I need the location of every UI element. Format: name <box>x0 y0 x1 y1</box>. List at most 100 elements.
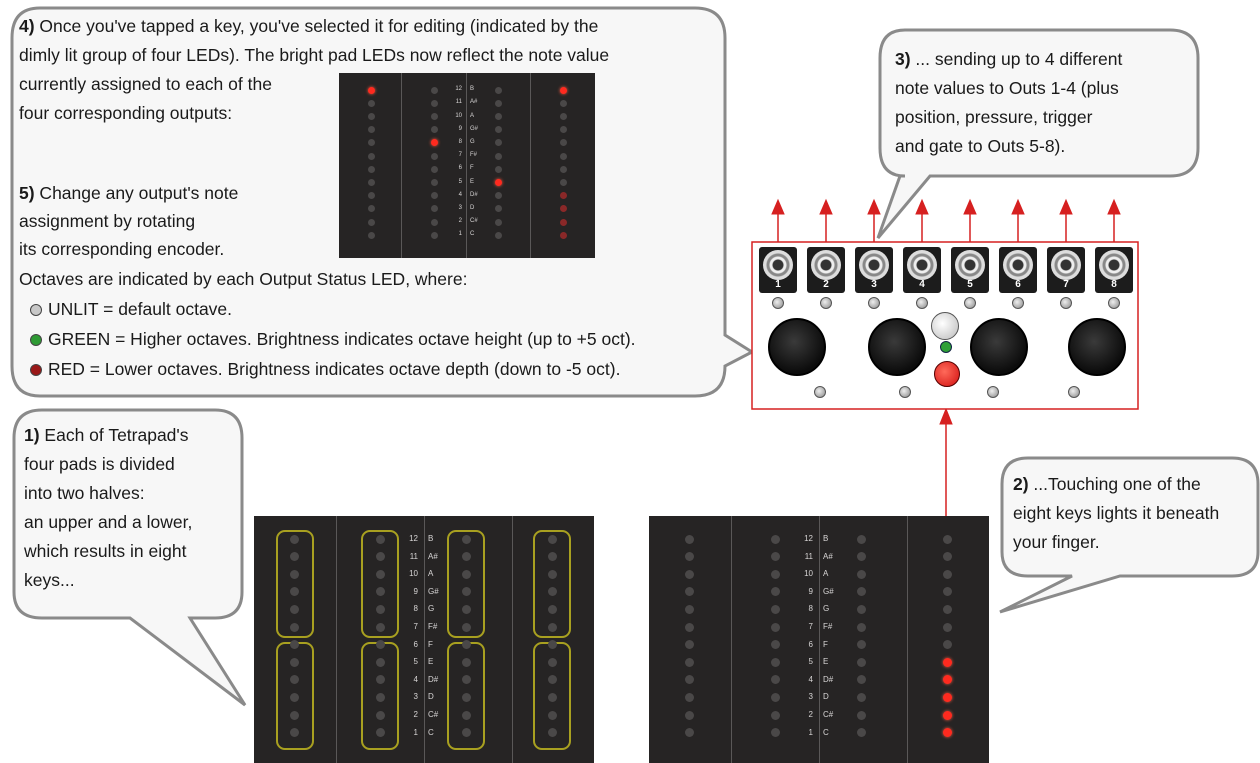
pad-led <box>430 218 438 226</box>
note-number-label: 1 <box>413 727 418 737</box>
note-name-label: C# <box>823 710 834 720</box>
pad-led <box>547 534 557 544</box>
note-number-label: 12 <box>409 534 418 544</box>
pad-led <box>289 569 299 579</box>
output-jack-6[interactable]: 6 <box>999 247 1037 293</box>
pad-led <box>942 534 952 544</box>
pad-led <box>367 86 375 94</box>
note-name-label: C <box>470 231 475 238</box>
pad-led <box>559 152 567 160</box>
pad-led <box>684 710 694 720</box>
callout-3-line2: note values to Outs 1-4 (plus <box>895 78 1119 98</box>
pad-led <box>430 152 438 160</box>
encoder-4-knob[interactable] <box>1068 318 1126 376</box>
note-name-label: F <box>470 165 474 172</box>
output-jack-2[interactable]: 2 <box>807 247 845 293</box>
note-number-label: 4 <box>413 674 418 684</box>
pad-led <box>367 178 375 186</box>
note-name-label: G <box>428 604 435 614</box>
output-status-led-4 <box>916 297 928 309</box>
note-number-label: 9 <box>458 125 462 132</box>
output-jack-8[interactable]: 8 <box>1095 247 1133 293</box>
note-name-label: C# <box>470 218 478 225</box>
pad-led <box>770 640 780 650</box>
note-name-label: E <box>428 657 434 667</box>
pad-led <box>684 534 694 544</box>
output-jack-4[interactable]: 4 <box>903 247 941 293</box>
output-number-label: 1 <box>775 279 781 290</box>
output-jack-1[interactable]: 1 <box>759 247 797 293</box>
pad-led <box>375 552 385 562</box>
note-name-label: A <box>823 569 829 579</box>
unlit-led-icon <box>30 303 42 316</box>
pad-led <box>461 569 471 579</box>
pad-led <box>684 675 694 685</box>
pad-led <box>375 534 385 544</box>
pad-led <box>461 534 471 544</box>
red-button[interactable] <box>934 361 960 387</box>
jack-socket-icon <box>763 250 793 280</box>
note-number-label: 6 <box>413 639 418 649</box>
callout-1-line1: 1) Each of Tetrapad's <box>24 425 189 445</box>
pad-led <box>494 231 502 239</box>
pad-led <box>494 205 502 213</box>
encoder-1-knob[interactable] <box>768 318 826 376</box>
pad-led <box>367 139 375 147</box>
pad-divider <box>819 516 820 763</box>
note-number-label: 5 <box>413 657 418 667</box>
white-button[interactable] <box>931 312 959 340</box>
encoder-3-knob[interactable] <box>970 318 1028 376</box>
output-status-led-3 <box>868 297 880 309</box>
note-name-label: C <box>428 727 434 737</box>
note-number-label: 12 <box>804 534 813 544</box>
pad-led <box>494 218 502 226</box>
pad-led <box>856 622 866 632</box>
pad-led <box>461 587 471 597</box>
output-jack-3[interactable]: 3 <box>855 247 893 293</box>
output-status-led-5 <box>964 297 976 309</box>
pad-led <box>547 710 557 720</box>
callout-5-line3: its corresponding encoder. <box>19 239 225 259</box>
pad-led <box>367 205 375 213</box>
pad-led <box>770 569 780 579</box>
pad-led <box>494 178 502 186</box>
pad-led <box>684 569 694 579</box>
callout-2-line2: eight keys lights it beneath <box>1013 503 1220 523</box>
pad-led <box>375 657 385 667</box>
encoder-3-status-led <box>987 386 999 398</box>
note-name-label: F <box>428 639 433 649</box>
note-name-label: F# <box>470 152 478 159</box>
note-name-label: C <box>823 727 829 737</box>
pad-led <box>942 710 952 720</box>
note-number-label: 9 <box>413 586 418 596</box>
pad-led <box>942 728 952 738</box>
note-name-label: A <box>428 569 434 579</box>
key-half-highlight <box>361 530 399 638</box>
pad-led <box>430 178 438 186</box>
output-jack-5[interactable]: 5 <box>951 247 989 293</box>
note-name-label: E <box>823 657 829 667</box>
note-name-label: G# <box>823 586 834 596</box>
note-number-label: 10 <box>804 569 813 579</box>
output-jack-7[interactable]: 7 <box>1047 247 1085 293</box>
pad-led <box>367 165 375 173</box>
pad-led <box>559 178 567 186</box>
pad-led <box>684 640 694 650</box>
callout-1-line3: into two halves: <box>24 483 145 503</box>
pad-led <box>289 534 299 544</box>
note-number-label: 7 <box>458 152 462 159</box>
pad-led <box>770 587 780 597</box>
pad-led <box>559 99 567 107</box>
pad-divider <box>512 516 513 763</box>
pad-led <box>367 112 375 120</box>
pad-led <box>856 640 866 650</box>
pad-led <box>770 552 780 562</box>
pad-led <box>559 218 567 226</box>
encoder-2-knob[interactable] <box>868 318 926 376</box>
pad-led <box>375 675 385 685</box>
note-number-label: 11 <box>455 99 462 106</box>
pad-led <box>770 692 780 702</box>
encoder-2-status-led <box>899 386 911 398</box>
pad-led <box>375 710 385 720</box>
